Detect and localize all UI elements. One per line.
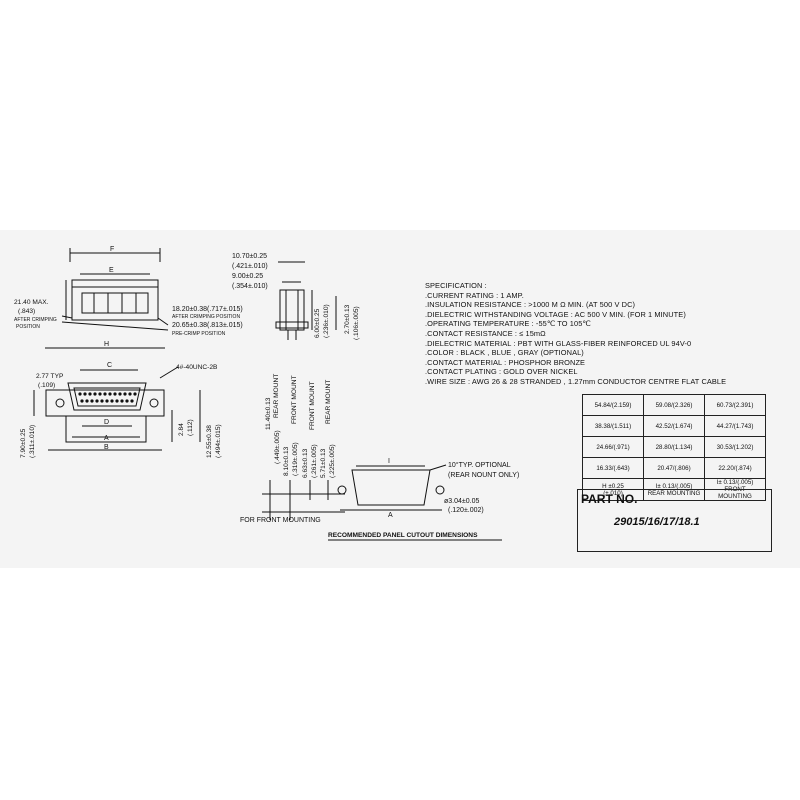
position-left: POSITION (16, 324, 40, 330)
spec-line: .CONTACT PLATING : GOLD OVER NICKEL (425, 367, 578, 377)
dim-600-label: 6.00±0.25 (314, 308, 321, 338)
table-cell: 59.08/(2.326) (643, 394, 705, 416)
spec-line: .CONTACT MATERIAL : PHOSPHOR BRONZE (425, 357, 586, 367)
connector-side-profile: 10.70±0.25 (.421±.010) 9.00±0.25 (.354±.… (232, 253, 360, 340)
table-row: 24.66/(.971) 28.80/(1.134) 30.53/(1.202) (582, 436, 766, 458)
dim-284-label: 2.84 (178, 423, 185, 436)
spec-heading: SPECIFICATION : (425, 281, 487, 290)
spec-line: .WIRE SIZE : AWG 26 & 28 STRANDED , 1.27… (425, 376, 727, 386)
table-cell: 16.33/(.643) (582, 457, 644, 479)
dim-i-label: I (388, 458, 390, 465)
for-front-mounting-label: FOR FRONT MOUNTING (240, 517, 321, 524)
spec-line: .INSULATION RESISTANCE : >1000 M Ω MIN. … (425, 300, 636, 310)
part-no-label: PART NO. (581, 492, 638, 506)
dim-a2-label: A (388, 512, 393, 519)
dim-120-label: (.120±.002) (448, 507, 484, 514)
table-cell: 20.47/(.806) (643, 457, 705, 479)
dim-843-label: (.843) (18, 308, 35, 315)
table-row: 54.84/(2.159) 59.08/(2.326) 60.73/(2.391… (582, 394, 766, 416)
panel-cutout: 11.40±0.13 (.449±.005) REAR MOUNT 8.10±0… (240, 374, 519, 541)
table-row: 38.38/(1.511) 42.52/(1.674) 44.27/(1.743… (582, 415, 766, 437)
rear-mounting-label: REAR MOUNTING (647, 489, 701, 497)
part-number-box: PART NO. 29015/16/17/18.1 (577, 489, 772, 552)
dim-e-label: E (109, 267, 114, 274)
pre-crimp-label: PRE-CRIMP POSITION (172, 331, 226, 337)
front-mount-label-1: FRONT MOUNT (291, 375, 298, 424)
dim-494-label: (.494±.015) (215, 424, 222, 458)
dim-311-label: (.311±.010) (29, 425, 36, 458)
dim-b-label: B (104, 444, 109, 451)
dim-261-label: (.261±.005) (311, 444, 318, 478)
part-number: 29015/16/17/18.1 (614, 516, 700, 528)
dim-304-label: ø3.04±0.05 (444, 498, 479, 505)
dim-900-label: 9.00±0.25 (232, 273, 263, 280)
dim-112-label: (.112) (187, 419, 194, 436)
table-cell: 60.73/(2.391) (704, 394, 766, 416)
front-mount-label-2: FRONT MOUNT (309, 381, 316, 430)
spec-line: .COLOR : BLACK , BLUE , GRAY (OPTIONAL) (425, 348, 584, 358)
dim-1820-label: 18.20±0.38(.717±.015) (172, 306, 243, 313)
dim-319-label: (.319±.005) (292, 442, 299, 476)
dim-421-label: (.421±.010) (232, 263, 268, 270)
cutout-title: RECOMMENDED PANEL CUTOUT DIMENSIONS (328, 532, 478, 539)
table-cell: 22.20/(.874) (704, 457, 766, 479)
connector-front-view: H C 2.77 TYP (.109) 4#-40UNC-2B D A (20, 341, 222, 458)
rear-nount-only-label: (REAR NOUNT ONLY) (448, 472, 519, 479)
dim-571-label: 5.71±0.13 (320, 448, 327, 478)
front-tol: I± 0.13/(.005) (716, 479, 754, 486)
dim-1070-label: 10.70±0.25 (232, 253, 267, 260)
dim-106-label: (.106±.005) (353, 306, 360, 340)
dim-270-label: 2.70±0.13 (344, 304, 351, 334)
spec-line: .OPERATING TEMPERATURE : -55℃ TO 105℃ (425, 319, 591, 329)
dim-236-label: (.236±.010) (323, 304, 330, 338)
table-row: 16.33/(.643) 20.47/(.806) 22.20/(.874) (582, 457, 766, 479)
dim-h-label: H (104, 341, 109, 348)
dim-c-label: C (107, 362, 112, 369)
specification-block: SPECIFICATION : .CURRENT RATING : 1 AMP.… (425, 281, 726, 387)
rear-tol: I± 0.13/(.005) (655, 482, 693, 490)
h-tol-inch: (±.010) (603, 489, 623, 497)
h-tol: ±0.25 (608, 482, 624, 490)
connector-top-view: F E 21.40 MAX. (.843) AFTER CRIMPING POS… (14, 246, 243, 337)
spec-line: .CONTACT RESISTANCE : ≤ 15mΩ (425, 328, 546, 338)
dim-225-label: (.225±.005) (329, 444, 336, 478)
table-cell: 38.38/(1.511) (582, 415, 644, 437)
table-cell: 30.53/(1.202) (704, 436, 766, 458)
table-cell: 28.80/(1.134) (643, 436, 705, 458)
dim-1140-label: 11.40±0.13 (265, 397, 272, 430)
dim-790-label: 7.90±0.25 (20, 428, 27, 458)
dim-277-label: 2.77 TYP (36, 373, 64, 380)
spec-line: .DIELECTRIC MATERIAL : PBT WITH GLASS-FI… (425, 338, 692, 348)
dim-d-label: D (104, 419, 109, 426)
dim-810-label: 8.10±0.13 (283, 446, 290, 476)
thread-label: 4#-40UNC-2B (176, 364, 218, 371)
dim-354-label: (.354±.010) (232, 283, 268, 290)
dim-1255-label: 12.55±0.38 (206, 425, 213, 458)
dim-2140-label: 21.40 MAX. (14, 299, 49, 306)
after-crimping-left: AFTER CRIMPING (14, 317, 57, 323)
after-crimping-label: AFTER CRIMPING POSITION (172, 314, 240, 320)
dim-449-label: (.449±.005) (274, 430, 281, 464)
rear-mount-label-1: REAR MOUNT (273, 374, 280, 418)
dim-109-label: (.109) (38, 382, 55, 389)
spec-line: .DIELECTRIC WITHSTANDING VOLTAGE : AC 50… (425, 309, 686, 319)
h-label: H (602, 482, 607, 490)
dimension-table: 54.84/(2.159) 59.08/(2.326) 60.73/(2.391… (582, 394, 766, 501)
spec-line: .CURRENT RATING : 1 AMP. (425, 290, 524, 300)
table-cell: 44.27/(1.743) (704, 415, 766, 437)
ten-typ-label: 10°TYP. OPTIONAL (448, 461, 511, 469)
table-cell: 24.66/(.971) (582, 436, 644, 458)
table-cell: 54.84/(2.159) (582, 394, 644, 416)
rear-mount-label-2: REAR MOUNT (325, 380, 332, 424)
dim-2065-label: 20.65±0.38(.813±.015) (172, 322, 243, 329)
table-cell: 42.52/(1.674) (643, 415, 705, 437)
dim-f-label: F (110, 246, 114, 253)
dim-a-label: A (104, 435, 109, 442)
dim-655-label: 6.63±0.13 (302, 448, 309, 478)
